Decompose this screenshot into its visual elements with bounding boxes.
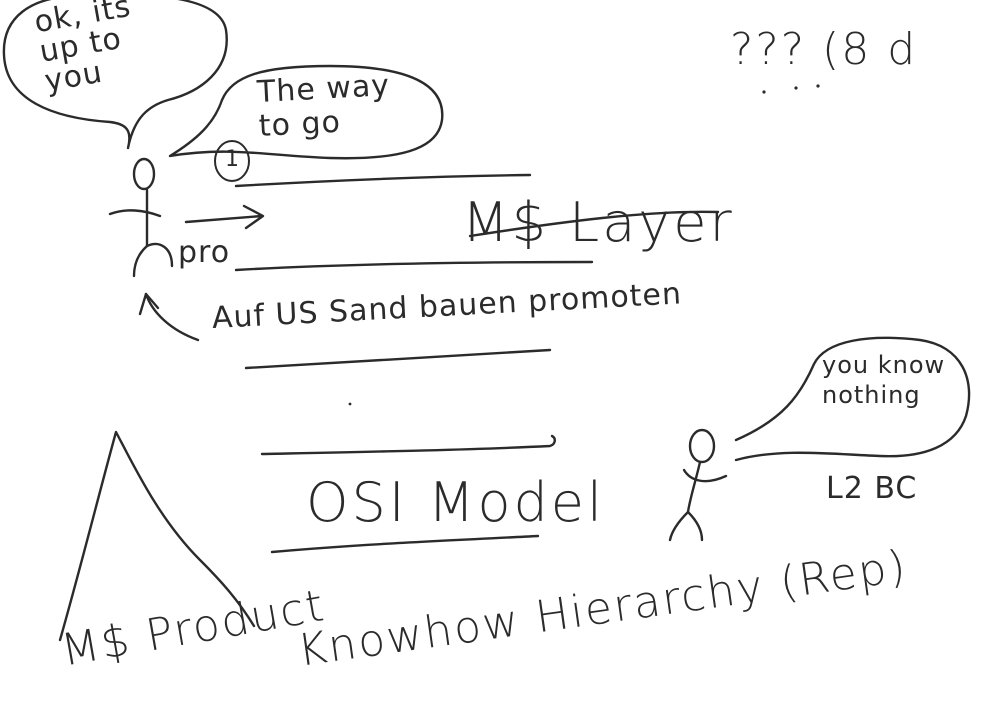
stick-figure-right	[668, 428, 728, 542]
layer-line-bottom	[234, 260, 594, 272]
curved-arrow-up	[144, 292, 200, 342]
speech-bubble-right	[734, 336, 971, 462]
circled-number: 1	[225, 147, 240, 172]
circled-number-outline	[214, 140, 250, 182]
speech-bubble-left	[2, 0, 228, 150]
bubble-middle-text: The way to go	[256, 68, 391, 144]
osi-model-label: OSI Model	[306, 471, 606, 534]
speech-bubble-middle	[168, 64, 444, 160]
dot	[348, 402, 352, 406]
dot	[816, 84, 820, 88]
hierarchy-peak	[58, 430, 256, 642]
bubble-right-text: you know nothing	[822, 351, 946, 409]
auf-us-underline	[244, 348, 552, 370]
osi-line-top	[260, 434, 556, 456]
arrow-right	[184, 214, 264, 224]
top-right-note: ??? (8 d	[730, 24, 918, 75]
stick-figure-left	[108, 157, 174, 278]
layer-line-top	[234, 173, 532, 188]
osi-line-bottom	[270, 534, 540, 554]
dot	[794, 86, 798, 90]
l2bc-label: L2 BC	[826, 471, 918, 506]
ms-layer-label: M$ Layer	[462, 191, 735, 254]
pro-label: pro	[178, 235, 231, 270]
dot	[762, 90, 766, 94]
layer-underline	[468, 210, 720, 238]
